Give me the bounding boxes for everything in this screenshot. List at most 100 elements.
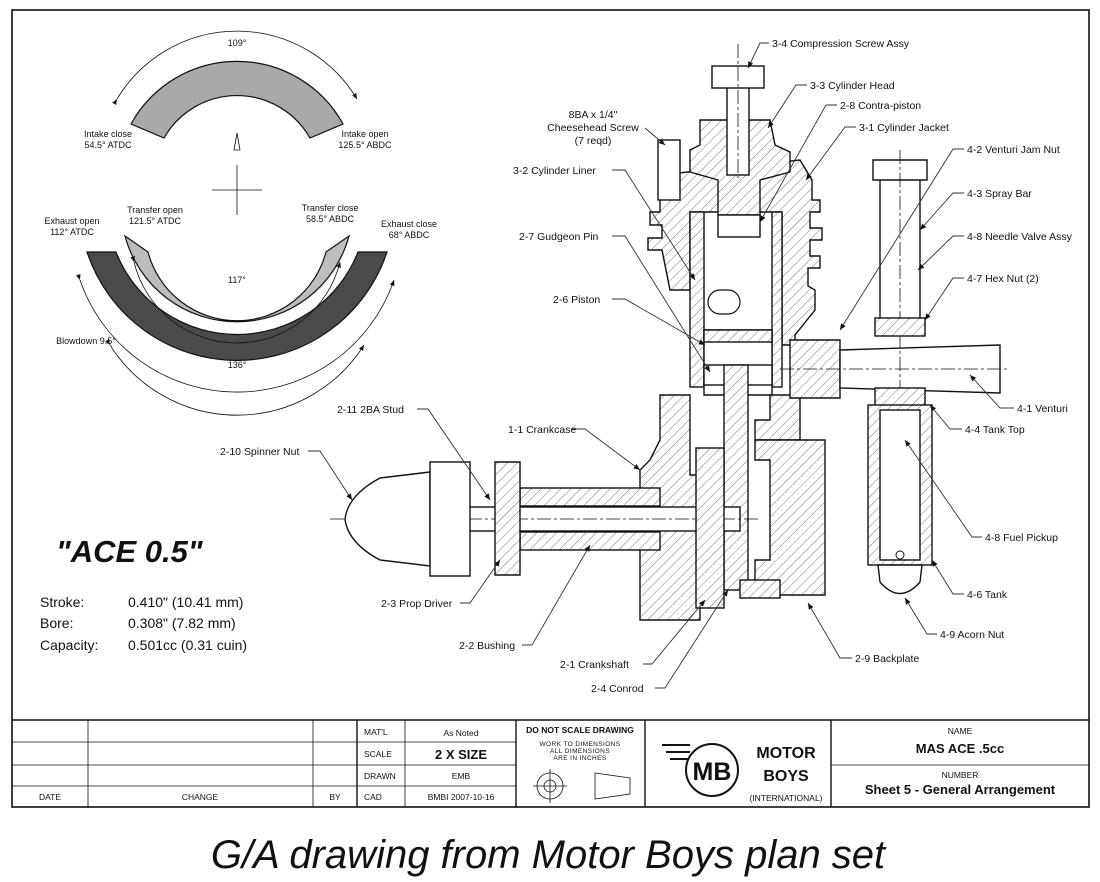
label-spray-bar: 4-3 Spray Bar [967,188,1032,200]
spec-label-capacity: Capacity: [40,637,98,653]
exhaust-port [707,289,741,315]
part-callouts: 3-4 Compression Screw Assy 3-3 Cylinder … [220,38,1073,695]
scale-value: 2 X SIZE [435,747,487,762]
drawing-number: Sheet 5 - General Arrangement [865,782,1056,797]
label-acorn-nut: 4-9 Acorn Nut [940,629,1004,641]
do-not-scale-sub1: WORK TO DIMENSIONS [540,741,621,748]
company-name-line3: (INTERNATIONAL) [749,793,822,803]
label-crankshaft: 2-1 Crankshaft [560,659,629,671]
spinner-nut-hex [429,461,471,577]
cylinder-liner [689,211,705,388]
label-bushing: 2-2 Bushing [459,640,515,652]
projection-symbol-icon [533,769,631,803]
spinner-nut [344,471,431,567]
transfer-close-value: 58.5° ABDC [306,214,355,224]
label-screw-line2: Cheesehead Screw [547,122,639,134]
label-venturi-jam-nut: 4-2 Venturi Jam Nut [967,144,1060,156]
spec-label-bore: Bore: [40,615,73,631]
do-not-scale-sub3: ARE IN INCHES [553,755,607,762]
cad-value: BMBI 2007-10-16 [428,792,495,802]
label-cylinder-liner: 3-2 Cylinder Liner [513,165,596,177]
acorn-nut [877,564,923,595]
transfer-angle: 117° [228,275,246,285]
label-cylinder-head: 3-3 Cylinder Head [810,80,895,92]
tdc-pointer-icon [233,132,241,151]
number-label: NUMBER [942,770,979,780]
label-conrod: 2-4 Conrod [591,683,644,695]
engine-section-view [330,44,1010,621]
logo-mark: MB [693,758,732,786]
bushing-bottom [519,531,661,551]
title-block: DATE CHANGE BY MAT'L As Noted SCALE 2 X … [12,719,1089,807]
matl-value: As Noted [444,728,479,738]
rev-change-header: CHANGE [182,792,219,802]
cylinder-liner-right [771,211,783,388]
label-screw-line1: 8BA x 1/4" [569,109,618,121]
label-fuel-pickup: 4-8 Fuel Pickup [985,532,1058,544]
label-stud: 2-11 2BA Stud [337,404,404,416]
hex-nut-lower [874,387,926,407]
spec-table: Stroke: 0.410" (10.41 mm) Bore: 0.308" (… [40,594,247,653]
exhaust-open-label: Exhaust open [44,216,99,226]
exhaust-close-value: 68° ABDC [389,230,430,240]
bushing-top [519,487,661,507]
label-needle-valve: 4-8 Needle Valve Assy [967,231,1073,243]
intake-close-label: Intake close [84,129,132,139]
cheesehead-screw [657,139,681,201]
label-screw-line3: (7 reqd) [575,135,612,147]
rev-date-header: DATE [39,792,61,802]
label-compression-screw: 3-4 Compression Screw Assy [772,38,910,50]
motor-boys-logo: MB [662,743,739,797]
label-tank: 4-6 Tank [967,589,1008,601]
label-cylinder-jacket: 3-1 Cylinder Jacket [859,122,949,134]
blowdown-label: Blowdown 9.5° [56,336,116,346]
label-tank-top: 4-4 Tank Top [965,424,1025,436]
spec-label-stroke: Stroke: [40,594,84,610]
contra-piston [717,214,761,238]
exhaust-close-label: Exhaust close [381,219,437,229]
cad-label: CAD [364,792,382,802]
intake-close-value: 54.5° ATDC [85,140,132,150]
label-venturi: 4-1 Venturi [1017,403,1068,415]
tank-interior [879,409,921,561]
image-caption: G/A drawing from Motor Boys plan set [211,833,887,877]
backplate [754,439,826,596]
scale-label: SCALE [364,749,392,759]
engine-title: "ACE 0.5" [56,534,204,569]
backplate-lip [739,579,781,599]
company-name-line2: BOYS [763,768,809,785]
label-piston: 2-6 Piston [553,294,600,306]
exhaust-angle: 136° [228,360,247,370]
label-backplate: 2-9 Backplate [855,653,919,665]
matl-label: MAT'L [364,727,388,737]
label-contra-piston: 2-8 Contra-piston [840,100,921,112]
transfer-close-label: Transfer close [302,203,359,213]
transfer-open-label: Transfer open [127,205,183,215]
label-gudgeon-pin: 2-7 Gudgeon Pin [519,231,599,243]
intake-open-value: 125.5° ABDC [338,140,392,150]
conrod [723,364,749,591]
name-label: NAME [948,726,973,736]
spec-value-capacity: 0.501cc (0.31 cuin) [128,637,247,653]
drawn-label: DRAWN [364,771,396,781]
label-prop-driver: 2-3 Prop Driver [381,598,453,610]
transfer-arc [123,234,351,323]
label-crankcase: 1-1 Crankcase [508,424,576,436]
crank-web [695,447,725,609]
cylinder-jacket [647,159,823,346]
label-spinner-nut: 2-10 Spinner Nut [220,446,299,458]
drawing-name: MAS ACE .5cc [916,741,1004,756]
label-hex-nut: 4-7 Hex Nut (2) [967,273,1039,285]
piston-crown [703,329,773,343]
spec-value-stroke: 0.410" (10.41 mm) [128,594,243,610]
intake-angle: 109° [228,38,247,48]
do-not-scale-warning: DO NOT SCALE DRAWING [526,725,634,735]
hex-nut-upper [874,317,926,337]
rev-by-header: BY [329,792,341,802]
intake-open-label: Intake open [341,129,388,139]
drawn-value: EMB [452,771,471,781]
prop-driver [494,461,521,576]
spec-value-bore: 0.308" (7.82 mm) [128,615,236,631]
exhaust-open-value: 112° ATDC [50,227,94,237]
